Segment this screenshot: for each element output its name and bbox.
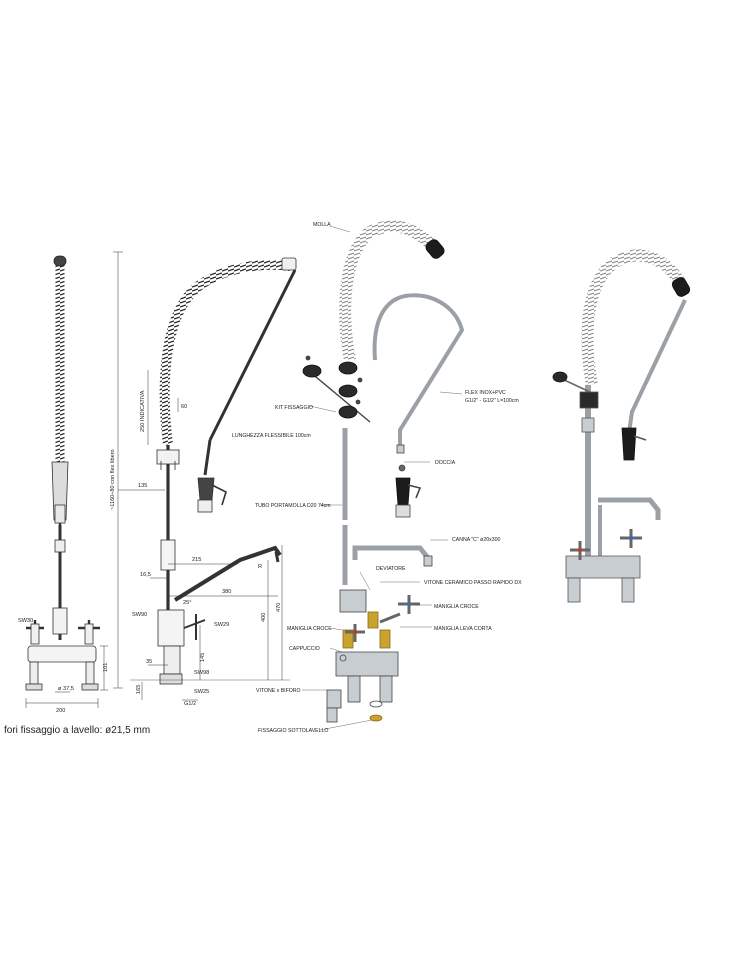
- dim-sw30: SW30: [18, 618, 33, 624]
- dim-sw29: SW29: [214, 622, 229, 628]
- mounting-holes-note: fori fissaggio a lavello: ø21,5 mm: [4, 725, 151, 736]
- dim-sw25: SW25: [194, 689, 209, 695]
- exploded-spout: [352, 545, 430, 560]
- dim-16-5: 16,5: [140, 572, 151, 578]
- dim-250-indicative: 250 INDICATIVA: [140, 390, 146, 432]
- flex-hose: [372, 293, 465, 445]
- label-maniglia-croce-right: MANIGLIA CROCE: [434, 604, 479, 610]
- dim-37-5: ø 37,5: [58, 686, 74, 692]
- label-flex-line2: G1/2" - G1/2" L=100cm: [465, 398, 519, 404]
- label-cappuccio: CAPPUCCIO: [289, 646, 320, 652]
- label-lunghezza: LUNGHEZZA FLESSIBILE 100cm: [232, 433, 311, 439]
- dim-r: R: [258, 564, 262, 570]
- dim-sw90: SW90: [132, 612, 147, 618]
- dim-165: 165: [136, 685, 142, 694]
- exploded-spring: [339, 220, 440, 362]
- dim-sw98: SW98: [194, 670, 209, 676]
- exploded-view: [302, 220, 465, 731]
- label-deviatore: DEVIATORE: [376, 566, 406, 572]
- dim-101: 101: [103, 663, 109, 672]
- label-vitone-ceramico: VITONE CERAMICO PASSO RAPIDO DX: [424, 580, 522, 586]
- side-spout: [173, 545, 282, 602]
- label-canna: CANNA "C" ø20x300: [452, 537, 500, 543]
- label-maniglia-leva: MANIGLIA LEVA CORTA: [434, 626, 492, 632]
- assembled-spout: [598, 497, 661, 520]
- dim-25-deg: 25°: [183, 600, 191, 606]
- dim-35: 35: [146, 659, 152, 665]
- dim-145: 145: [200, 653, 206, 662]
- front-view: [25, 255, 108, 708]
- label-vitone-biforo: VITONE x BIFORO: [256, 688, 301, 694]
- label-maniglia-croce-left: MANIGLIA CROCE: [287, 626, 332, 632]
- dim-470: 470: [276, 603, 282, 612]
- label-fissaggio: FISSAGGIO SOTTOLAVELLO: [258, 728, 328, 734]
- dim-g12: G1/2: [184, 701, 196, 707]
- assembled-view: [552, 249, 691, 603]
- dim-400: 400: [261, 613, 267, 622]
- dim-215: 215: [192, 557, 201, 563]
- label-doccia: DOCCIA: [435, 460, 456, 466]
- label-molla: MOLLA: [313, 222, 331, 228]
- dim-380: 380: [222, 589, 231, 595]
- label-tubo: TUBO PORTAMOLLA D20 74cm: [255, 503, 331, 509]
- assembled-spring: [581, 249, 686, 387]
- label-flex-line1: FLEX INOX+PVC: [465, 390, 506, 396]
- dim-200: 200: [56, 708, 65, 714]
- side-spring: [159, 259, 291, 446]
- side-view: [113, 251, 297, 701]
- dim-135: 135: [138, 483, 147, 489]
- label-kit-fissaggio: KIT FISSAGGIO: [275, 405, 313, 411]
- dim-60: 60: [181, 404, 187, 410]
- dim-overall-height: ~1160÷80 con flex libero: [110, 449, 116, 510]
